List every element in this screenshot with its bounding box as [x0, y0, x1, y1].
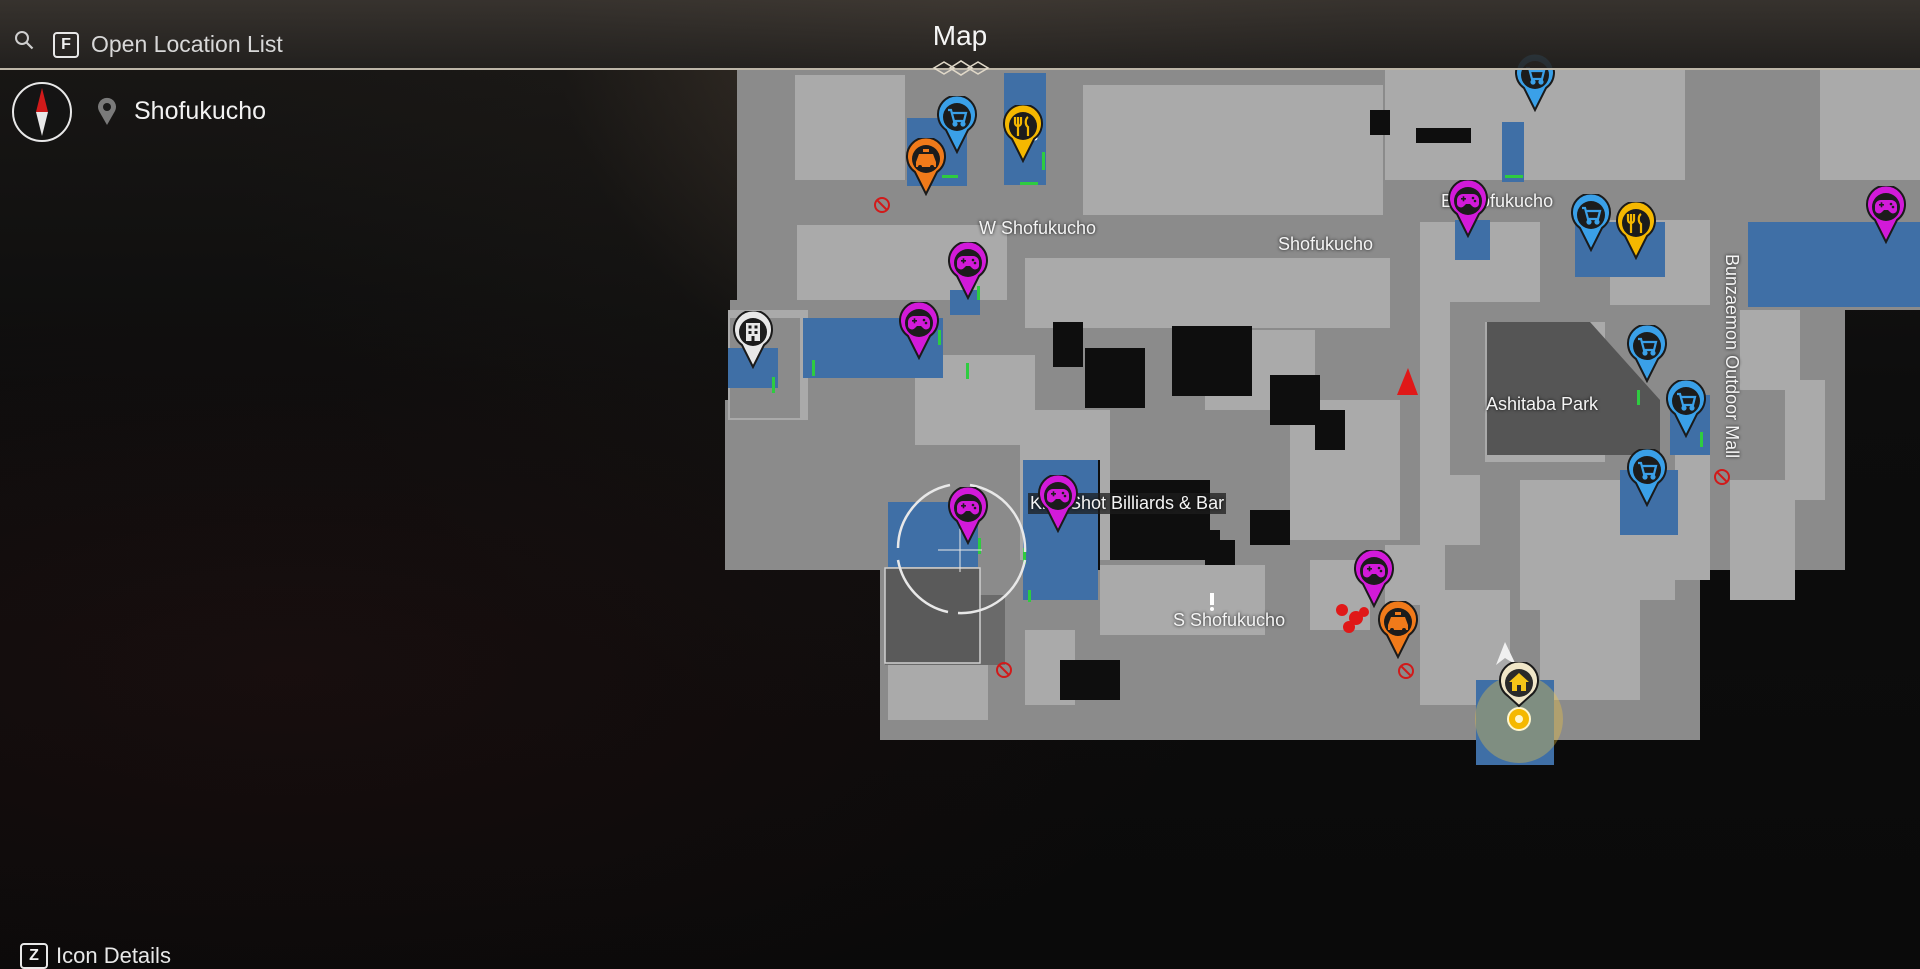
game-marker[interactable] [947, 487, 989, 545]
door-markers [772, 152, 1703, 602]
page-title: Map [932, 20, 988, 51]
player-arrow [1496, 642, 1516, 665]
shop-marker[interactable] [1626, 449, 1668, 507]
gamepad-icon [908, 316, 930, 330]
shopping-cart-icon [948, 108, 968, 127]
shop-marker[interactable] [936, 96, 978, 154]
restaurant-marker[interactable] [1615, 202, 1657, 260]
compass-icon [12, 82, 72, 142]
shopping-cart-icon [1638, 461, 1658, 480]
enemy-marker [1397, 368, 1418, 395]
shop-marker[interactable] [1626, 325, 1668, 383]
key-prompt-z: Z [20, 943, 48, 969]
gamepad-icon [1457, 194, 1479, 208]
search-icon[interactable] [14, 30, 34, 50]
building-marker[interactable] [732, 311, 774, 369]
top-bar: F Open Location List Map [0, 0, 1920, 76]
game-marker[interactable] [898, 302, 940, 360]
location-pin-icon [98, 97, 116, 125]
restaurant-marker[interactable] [1002, 105, 1044, 163]
game-marker[interactable] [947, 242, 989, 300]
no-entry-icons [874, 197, 1730, 679]
gamepad-icon [957, 501, 979, 515]
enemy-group-marker [1336, 604, 1369, 633]
game-marker[interactable] [1447, 180, 1489, 238]
title-ornament-icon [932, 60, 990, 76]
fork-knife-icon [1013, 116, 1030, 136]
label-kiss-shot[interactable]: Kiss Shot Billiards & Bar [1028, 493, 1227, 514]
gamepad-icon [957, 256, 979, 270]
home-marker[interactable] [1498, 662, 1540, 708]
open-location-list-button[interactable]: Open Location List [91, 31, 283, 57]
cursor-reticle [896, 483, 1027, 615]
key-prompt-f: F [53, 32, 79, 58]
gamepad-icon [1875, 200, 1897, 214]
ashitaba-park-area [1487, 322, 1660, 455]
label-ashitaba-park: Ashitaba Park [1486, 394, 1599, 414]
taxi-marker[interactable] [905, 138, 947, 196]
shop-marker[interactable] [1570, 194, 1612, 252]
gamepad-icon [1047, 489, 1069, 503]
label-s-shofukucho: S Shofukucho [1173, 610, 1286, 630]
current-location-name: Shofukucho [134, 97, 267, 125]
fork-knife-icon [1626, 213, 1643, 233]
shopping-cart-icon [1638, 337, 1658, 356]
taxi-marker[interactable] [1377, 601, 1419, 659]
building-icon [746, 323, 760, 341]
gamepad-icon [1363, 564, 1385, 578]
label-shofukucho: Shofukucho [1278, 234, 1374, 254]
game-marker[interactable] [1353, 550, 1395, 608]
taxi-icon [916, 149, 936, 169]
shopping-cart-icon [1582, 206, 1602, 225]
label-bunzaemon-mall: Bunzaemon Outdoor Mall [1722, 254, 1742, 459]
home-icon [1509, 673, 1529, 691]
shopping-cart-icon [1677, 392, 1697, 411]
label-w-shofukucho: W Shofukucho [979, 218, 1097, 238]
game-marker[interactable] [1865, 186, 1907, 244]
game-marker[interactable] [1037, 475, 1079, 533]
shop-marker[interactable] [1665, 380, 1707, 438]
icon-details-label: Icon Details [56, 943, 171, 968]
taxi-icon [1388, 612, 1408, 632]
